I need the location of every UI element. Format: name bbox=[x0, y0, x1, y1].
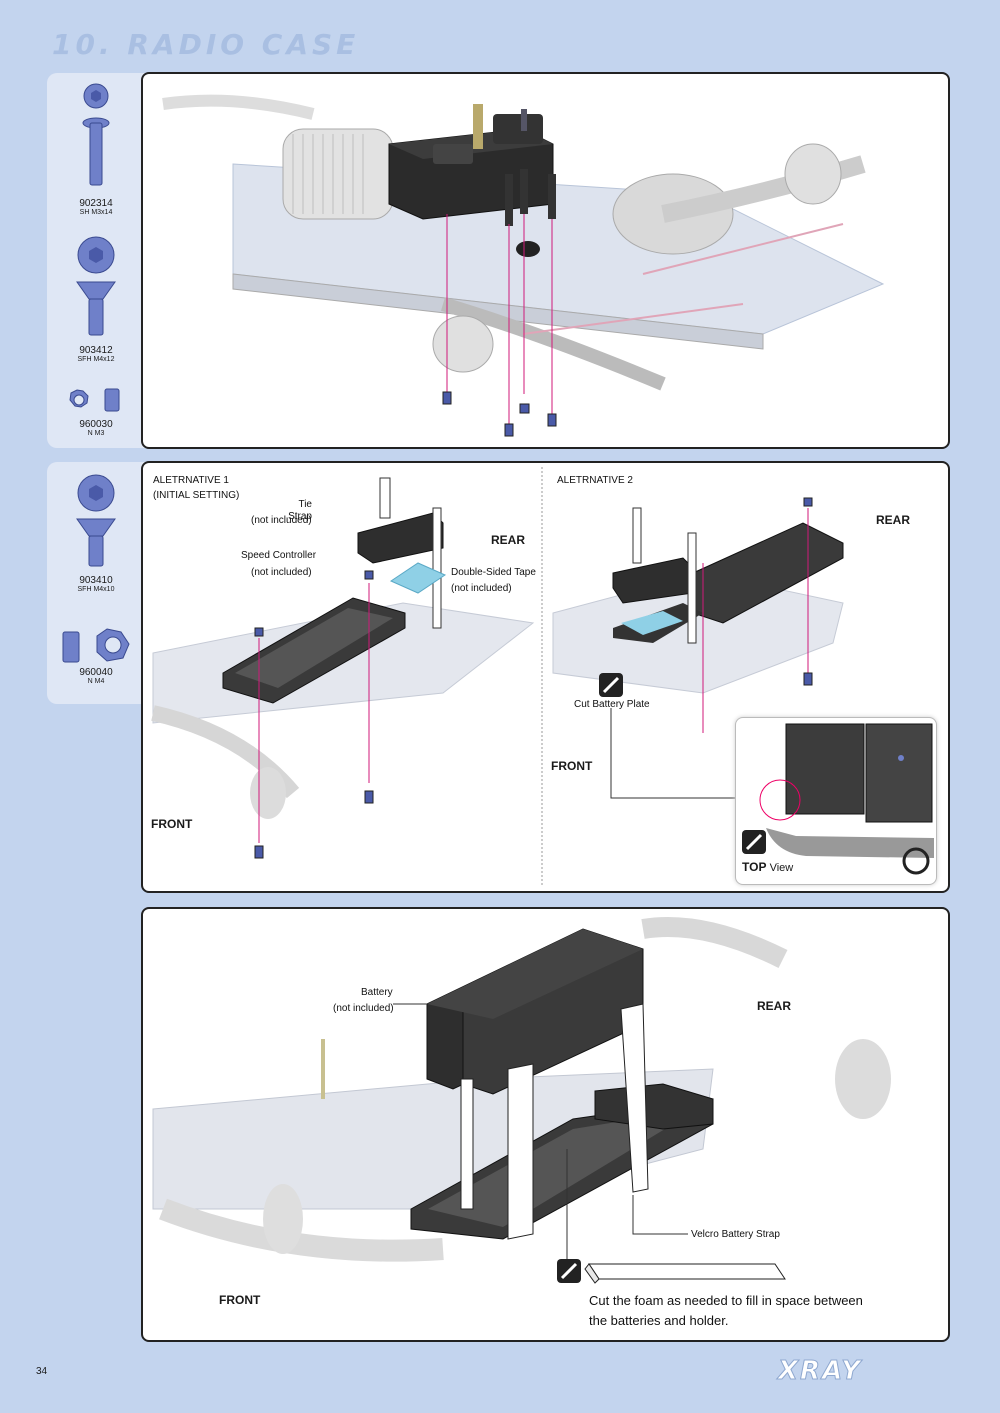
page-title: 10. RADIO CASE bbox=[52, 28, 360, 61]
tie-strap-note: (not included) bbox=[251, 515, 312, 526]
part-code: 960040 bbox=[79, 667, 113, 678]
part-code: 960030 bbox=[79, 419, 113, 430]
cut-plate-label: Cut Battery Plate bbox=[574, 699, 650, 710]
velcro-label: Velcro Battery Strap bbox=[691, 1229, 780, 1240]
rear-label-alt1: REAR bbox=[491, 533, 525, 547]
view-text: View bbox=[769, 862, 794, 874]
page-number: 34 bbox=[36, 1366, 48, 1377]
rear-text: REAR bbox=[876, 513, 911, 527]
parts-icons-step2 bbox=[62, 474, 130, 663]
step2-panel: ALETRNATIVE 1 (INITIAL SETTING) ALETRNAT… bbox=[141, 461, 950, 893]
battery-note: (not included) bbox=[333, 1003, 394, 1014]
alt1-subtitle: (INITIAL SETTING) bbox=[153, 490, 240, 501]
tape-note: (not included) bbox=[451, 583, 512, 594]
speed-controller-label: Speed Controller bbox=[241, 550, 317, 561]
part-903412: 903412 SFH M4x12 bbox=[47, 346, 145, 364]
part-desc: SFH M4x10 bbox=[77, 586, 115, 593]
speed-controller-note: (not included) bbox=[251, 567, 312, 578]
front-text: FRONT bbox=[551, 759, 593, 773]
brand-logo: XRAY bbox=[777, 1356, 863, 1387]
front-label-step3: FRONT bbox=[219, 1293, 260, 1307]
rear-label-alt2: REAR bbox=[876, 513, 910, 527]
parts-list-step2: 903410 SFH M4x10 960040 N M4 bbox=[47, 462, 145, 704]
foam-note-line1: Cut the foam as needed to fill in space … bbox=[589, 1293, 863, 1308]
rear-text: REAR bbox=[757, 999, 792, 1013]
part-code: 903410 bbox=[79, 575, 113, 586]
parts-icons-step1 bbox=[69, 83, 120, 412]
part-960040: 960040 N M4 bbox=[47, 668, 145, 686]
front-label-alt2: FRONT bbox=[551, 759, 592, 773]
part-desc: N M4 bbox=[87, 678, 105, 685]
tie-strap-label: Tie Strap bbox=[288, 499, 312, 522]
parts-list-step1: 902314 SH M3x14 903412 SFH M4x12 960030 … bbox=[47, 73, 145, 448]
rear-text: REAR bbox=[491, 533, 526, 547]
part-902314: 902314 SH M3x14 bbox=[47, 199, 145, 217]
front-text: FRONT bbox=[219, 1293, 261, 1307]
battery-label: Battery bbox=[361, 987, 393, 998]
part-desc: SH M3x14 bbox=[79, 209, 113, 216]
part-903410: 903410 SFH M4x10 bbox=[47, 576, 145, 594]
alt2-title: ALETRNATIVE 2 bbox=[557, 475, 633, 486]
part-code: 903412 bbox=[79, 345, 113, 356]
part-desc: N M3 bbox=[87, 430, 105, 437]
foam-note-line2: the batteries and holder. bbox=[589, 1313, 729, 1328]
front-text: FRONT bbox=[151, 817, 193, 831]
top-text: TOP bbox=[742, 860, 767, 874]
top-view-inset: TOP View bbox=[735, 717, 937, 885]
part-code: 902314 bbox=[79, 198, 113, 209]
alt1-title: ALETRNATIVE 1 bbox=[153, 475, 229, 486]
part-960030: 960030 N M3 bbox=[47, 420, 145, 438]
step1-illustration bbox=[162, 94, 885, 437]
step2-illustration bbox=[151, 467, 844, 887]
top-view-label: TOP View bbox=[742, 860, 793, 874]
rear-label-step3: REAR bbox=[757, 999, 791, 1013]
step3-illustration bbox=[152, 917, 891, 1284]
part-desc: SFH M4x12 bbox=[77, 356, 115, 363]
front-label-alt1: FRONT bbox=[151, 817, 192, 831]
step1-panel bbox=[141, 72, 950, 449]
tape-label: Double-Sided Tape bbox=[451, 567, 536, 578]
step3-panel: Battery (not included) Velcro Battery St… bbox=[141, 907, 950, 1342]
top-view-illustration bbox=[742, 723, 934, 875]
